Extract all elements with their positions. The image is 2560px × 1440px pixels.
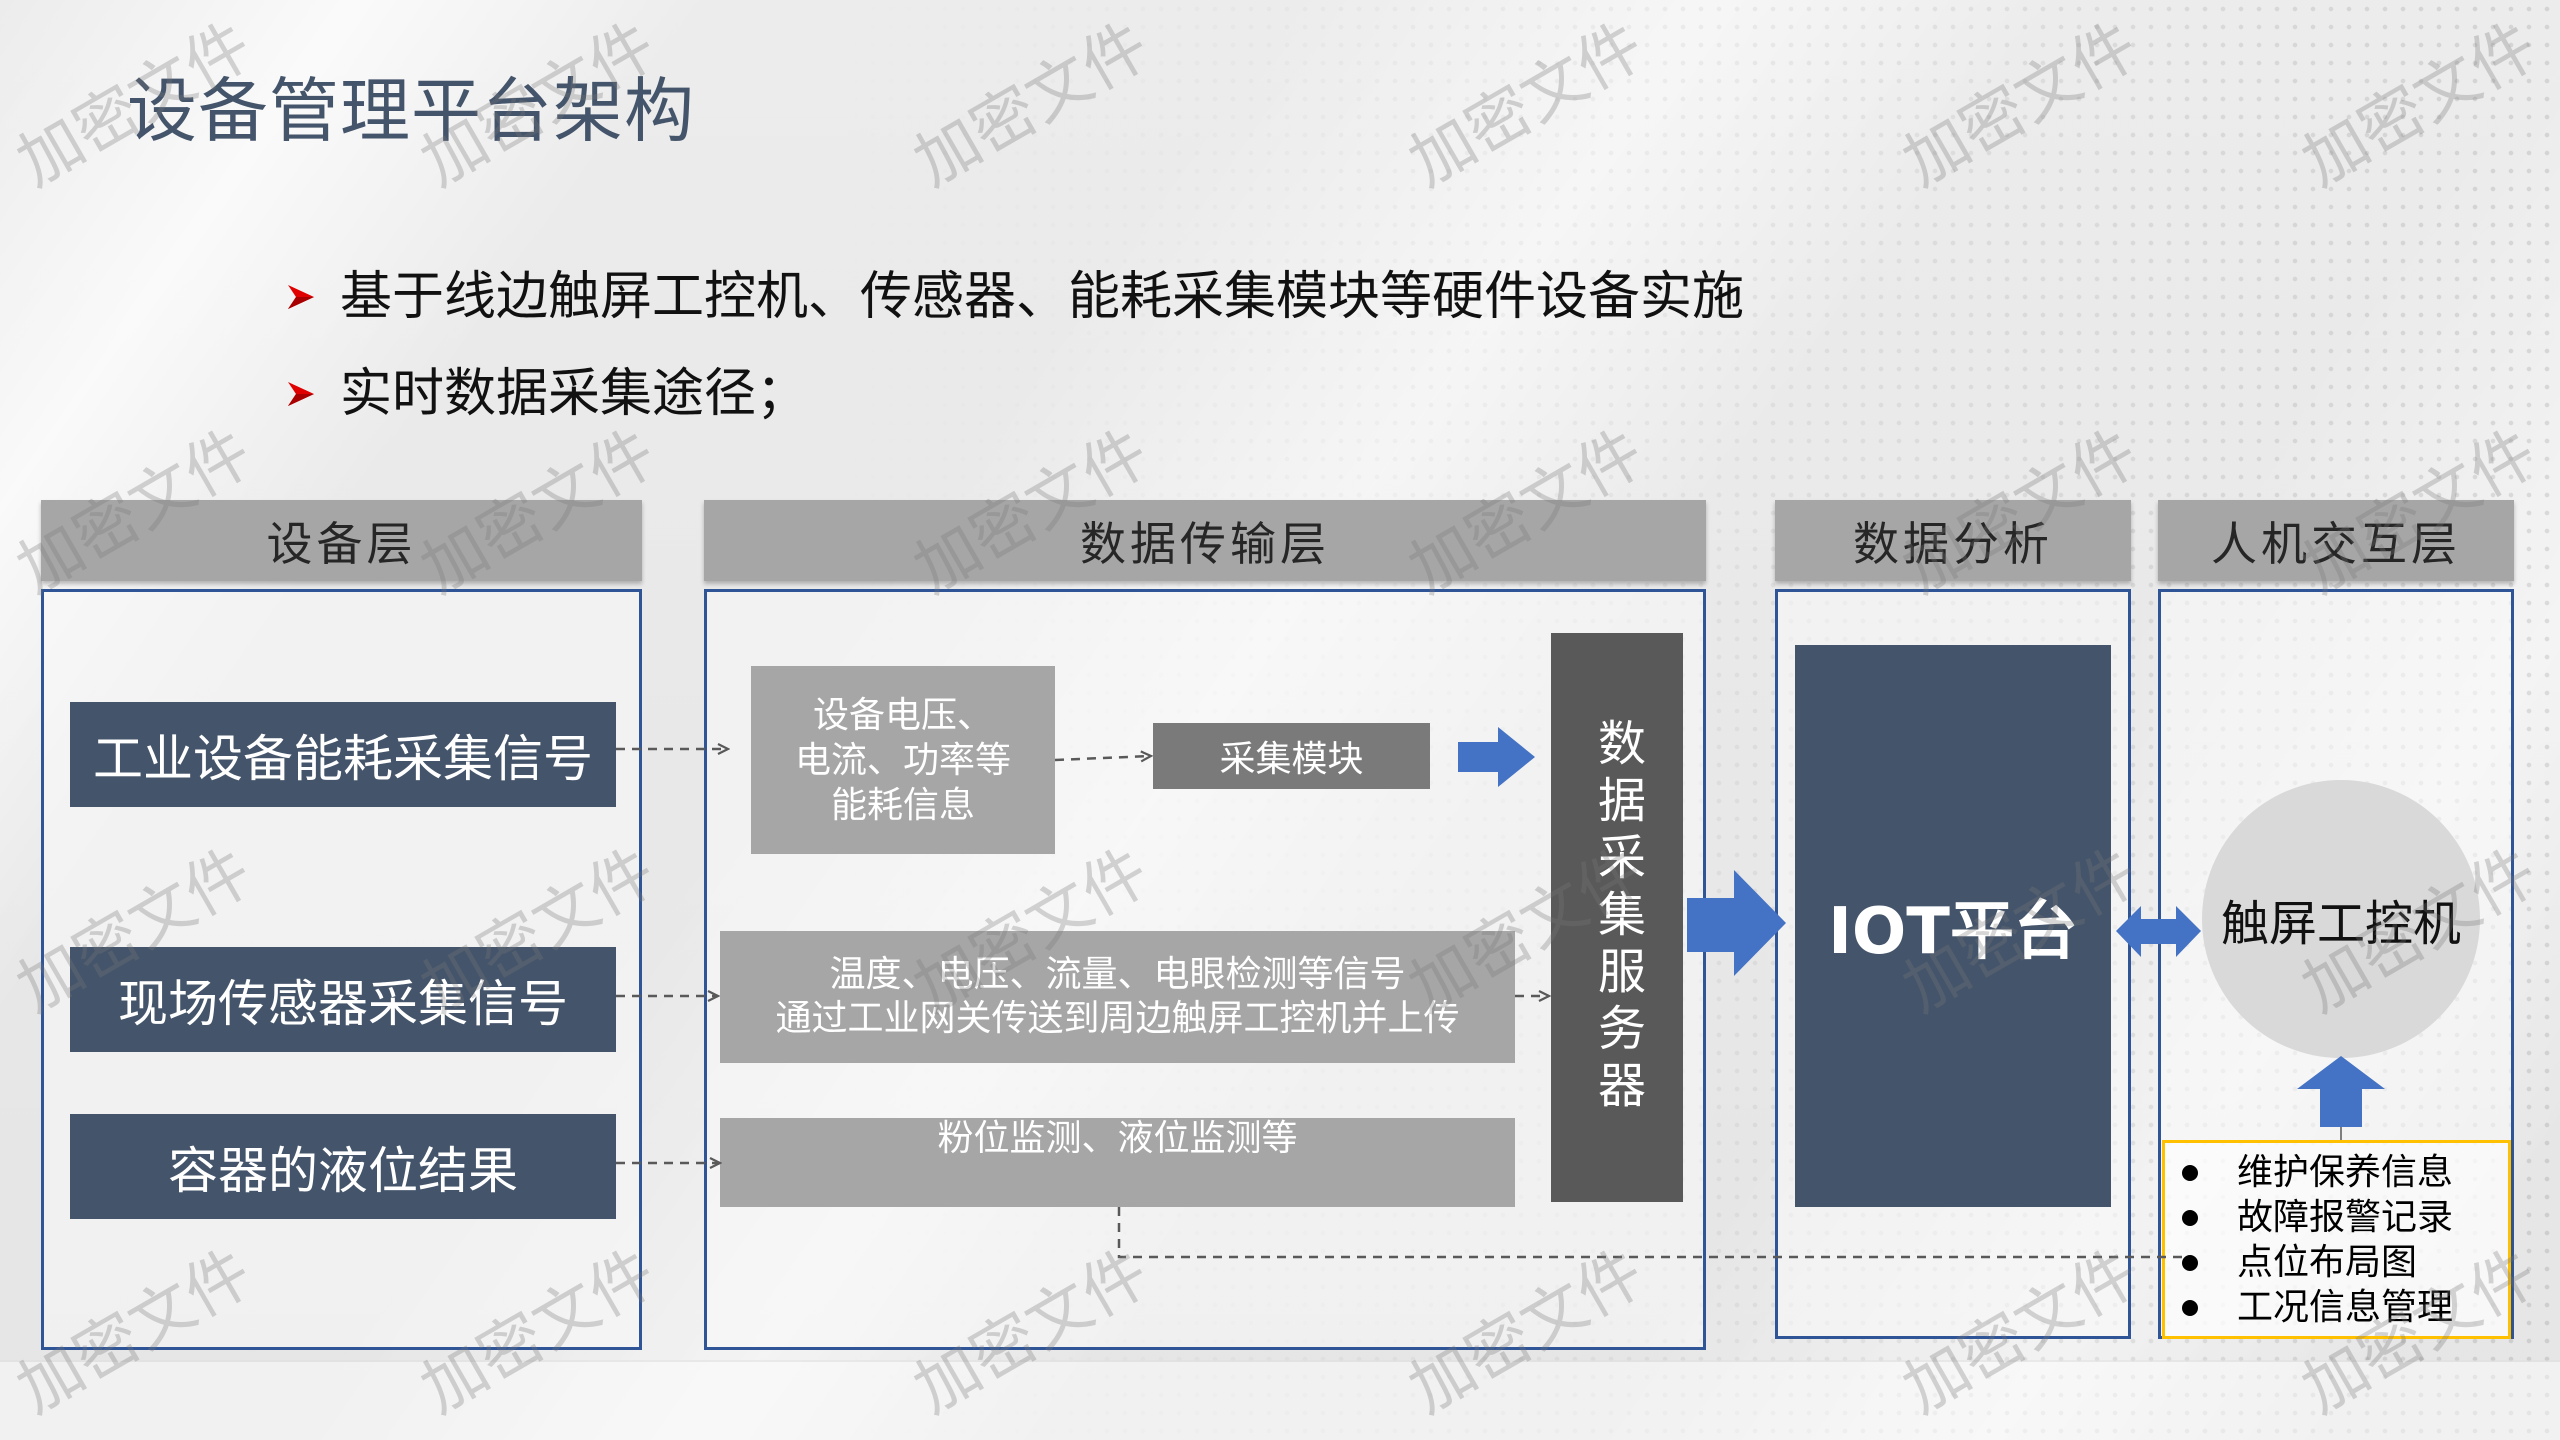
bullet-text: 基于线边触屏工控机、传感器、能耗采集模块等硬件设备实施 bbox=[340, 267, 1745, 327]
bullet-text: 实时数据采集途径； bbox=[340, 364, 809, 424]
data-collection-server-box: 数据采集服务器 bbox=[1551, 633, 1683, 1202]
red-arrowhead-icon bbox=[288, 285, 314, 309]
server-label: 数据采集服务器 bbox=[1589, 718, 1645, 1117]
red-arrowhead-icon bbox=[288, 382, 314, 406]
function-text: 点位布局图 bbox=[2237, 1242, 2418, 1283]
bullet-item-1: 基于线边触屏工控机、传感器、能耗采集模块等硬件设备实施 bbox=[286, 265, 1744, 329]
filled-circle-icon bbox=[2182, 1209, 2198, 1226]
filled-circle-icon bbox=[2182, 1299, 2198, 1316]
energy-info-line: 能耗信息 bbox=[830, 784, 975, 826]
touchscreen-terminal-circle: 触屏工控机 bbox=[2202, 780, 2480, 1058]
sensor-gateway-line: 温度、电压、流量、电眼检测等信号 bbox=[829, 954, 1406, 995]
function-text: 维护保养信息 bbox=[2237, 1152, 2454, 1193]
level-monitoring-box: 粉位监测、液位监测等 bbox=[720, 1118, 1515, 1207]
header-transmission-layer: 数据传输层 bbox=[704, 500, 1706, 581]
hmi-function-list: 维护保养信息 故障报警记录 点位布局图 工况信息管理 bbox=[2162, 1140, 2511, 1339]
header-hmi-layer: 人机交互层 bbox=[2158, 500, 2514, 581]
function-text: 故障报警记录 bbox=[2237, 1197, 2454, 1238]
device-energy-signal: 工业设备能耗采集信号 bbox=[70, 702, 616, 807]
device-level-result: 容器的液位结果 bbox=[70, 1114, 616, 1219]
sensor-gateway-box: 温度、电压、流量、电眼检测等信号 通过工业网关传送到周边触屏工控机并上传 bbox=[720, 931, 1515, 1063]
sensor-gateway-line: 通过工业网关传送到周边触屏工控机并上传 bbox=[775, 998, 1460, 1039]
energy-info-line: 电流、功率等 bbox=[794, 739, 1011, 781]
header-device-layer: 设备层 bbox=[41, 500, 642, 581]
footer-band bbox=[0, 1360, 2560, 1440]
bullet-item-2: 实时数据采集途径； bbox=[286, 362, 808, 426]
header-analysis-layer: 数据分析 bbox=[1775, 500, 2131, 581]
list-item: 点位布局图 bbox=[2165, 1240, 2508, 1285]
filled-circle-icon bbox=[2182, 1164, 2198, 1181]
device-sensor-signal: 现场传感器采集信号 bbox=[70, 947, 616, 1052]
list-item: 工况信息管理 bbox=[2165, 1285, 2508, 1330]
filled-circle-icon bbox=[2182, 1254, 2198, 1271]
energy-info-line: 设备电压、 bbox=[812, 694, 993, 736]
list-item: 维护保养信息 bbox=[2165, 1150, 2508, 1195]
page-title: 设备管理平台架构 bbox=[127, 70, 695, 152]
collector-module-box: 采集模块 bbox=[1153, 723, 1430, 789]
iot-platform-box: IOT平台 bbox=[1795, 645, 2111, 1207]
energy-info-box: 设备电压、 电流、功率等 能耗信息 bbox=[751, 666, 1055, 854]
list-item: 故障报警记录 bbox=[2165, 1195, 2508, 1240]
function-text: 工况信息管理 bbox=[2237, 1287, 2454, 1328]
